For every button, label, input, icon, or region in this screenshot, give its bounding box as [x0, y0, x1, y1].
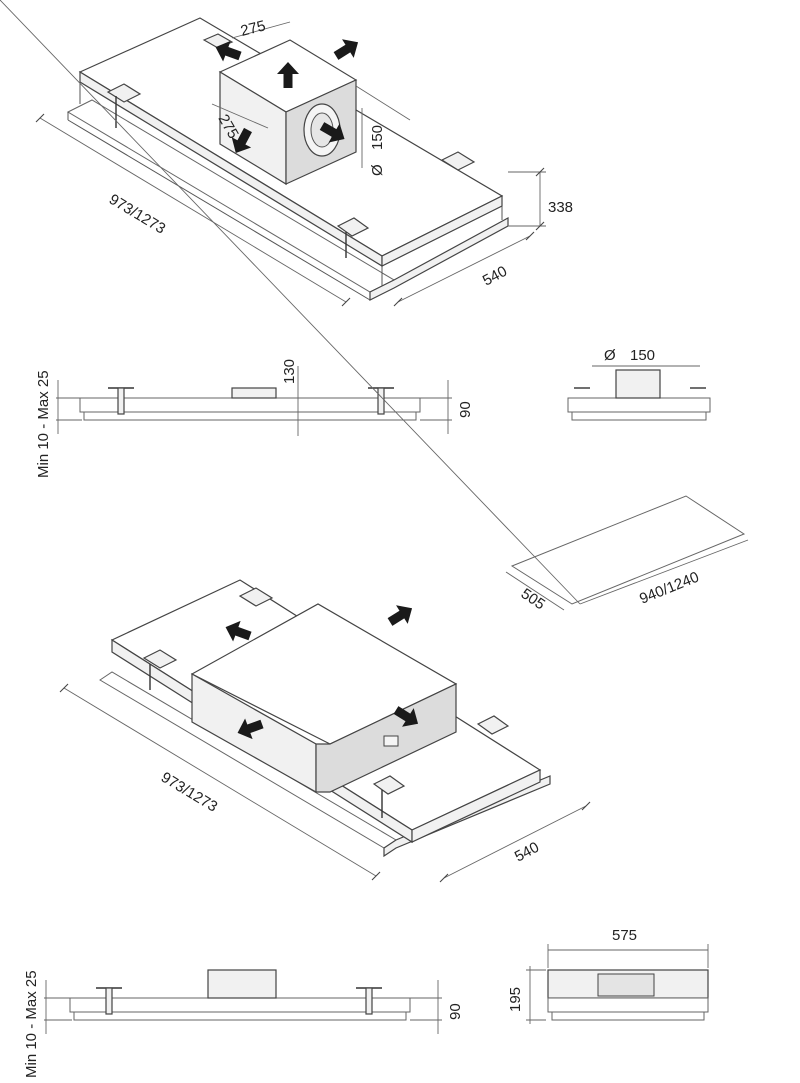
outlet-diameter-label: 150: [369, 125, 386, 150]
duct-height-label: 130: [281, 359, 298, 384]
mount-bracket: [336, 217, 370, 258]
iso-height-label: 338: [548, 199, 573, 216]
mount-bracket: [440, 151, 476, 171]
airflow-arrow-icon: [330, 32, 364, 66]
mount-bracket: [238, 587, 274, 607]
iso-view-top: [35, 17, 546, 307]
end-duct-diameter-label: 150: [630, 347, 655, 364]
body-height-label: 90: [447, 1003, 464, 1020]
mount-bracket: [142, 649, 178, 690]
clearance-label: Min 10 - Max 25: [23, 970, 40, 1078]
mount-bracket: [476, 715, 510, 735]
iso-view-filter: [59, 579, 591, 883]
iso-width-label: 973/1273: [158, 769, 220, 816]
mount-bracket: [356, 987, 382, 1015]
end-elevation-filter: [526, 944, 709, 1024]
side-elevation-filter: [44, 969, 442, 1034]
end-height-label: 195: [507, 987, 524, 1012]
mount-bracket: [108, 387, 134, 415]
diameter-symbol-icon: Ø: [604, 347, 616, 364]
end-width-label: 575: [612, 927, 637, 944]
mount-bracket: [96, 987, 122, 1015]
iso-width-label: 973/1273: [106, 191, 168, 238]
end-elevation-ducted: [567, 365, 711, 421]
body-height-label: 90: [457, 401, 474, 418]
cutout-width-label: 505: [518, 585, 548, 613]
clearance-label: Min 10 - Max 25: [35, 370, 52, 478]
filter-clip: [383, 735, 399, 747]
airflow-arrow-icon: [384, 598, 418, 632]
iso-depth-label: 540: [512, 839, 542, 866]
diameter-symbol-icon: Ø: [369, 164, 386, 176]
mount-bracket: [106, 83, 142, 128]
side-elevation-ducted: [56, 366, 452, 436]
fan-housing: [597, 973, 655, 997]
ceiling-cutout: [0, 0, 749, 611]
box-width-label: 275: [239, 17, 267, 40]
iso-depth-label: 540: [480, 263, 510, 290]
mount-bracket: [372, 775, 406, 818]
cutout-length-label: 940/1240: [637, 569, 701, 608]
